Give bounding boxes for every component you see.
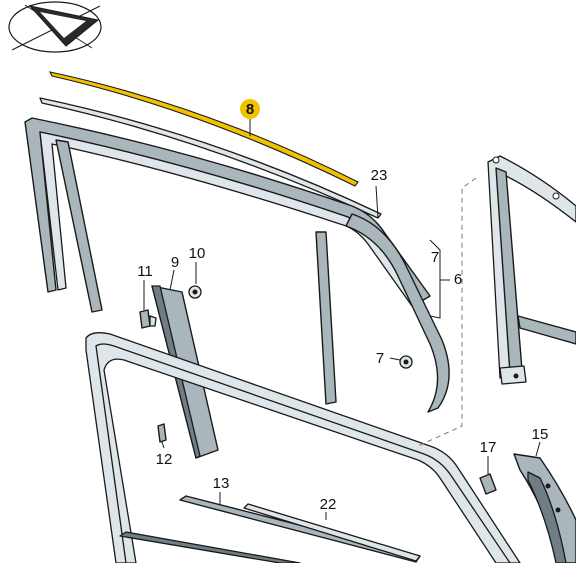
callout-6: 6 [454,271,462,288]
part-15-rear-seal [513,453,576,563]
rear-door-frame [487,155,576,385]
door-frame [85,332,521,563]
part-12-pad [157,423,167,443]
callout-8-badge [240,99,260,119]
part-23-window-frame-seal [24,117,450,413]
callout-7-upper: 7 [431,249,439,266]
callout-23: 23 [371,167,388,184]
outer-strip [39,97,382,219]
part-7-clip-lower [399,355,413,369]
callout-17: 17 [480,439,497,456]
part-17-clip [479,473,497,495]
part-22-outer-strip [243,503,421,562]
view-direction-arrow-icon [8,1,102,53]
callout-10: 10 [189,245,206,262]
callout-8: 8 [246,101,254,118]
callout-22: 22 [320,496,337,513]
callout-13: 13 [213,475,230,492]
callout-15: 15 [532,426,549,443]
callout-9: 9 [171,254,179,271]
leader-lines [143,118,541,520]
part-11-bracket [139,309,151,329]
part-10-clip [188,285,202,299]
callout-12: 12 [156,451,173,468]
callout-11: 11 [137,263,153,280]
callout-7-lower: 7 [376,350,384,367]
part-8-trim-strip [48,71,359,187]
dashed-connector [417,177,477,447]
